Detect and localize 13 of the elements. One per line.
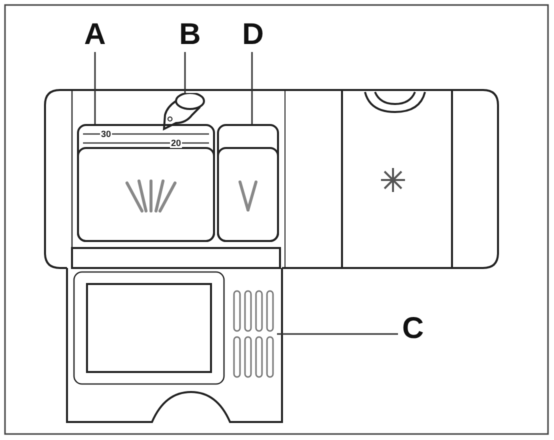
callout-letter: C — [398, 314, 428, 346]
scale-mark: 30 — [100, 130, 112, 139]
callout-letter: B — [175, 20, 205, 52]
leader-line — [277, 333, 398, 335]
rinse-aid-compartment — [217, 124, 279, 242]
leader-line — [94, 52, 96, 124]
vent-slots — [231, 288, 277, 380]
leader-line — [251, 52, 253, 124]
scale-mark: 20 — [170, 139, 182, 148]
callout-letter: A — [80, 20, 110, 52]
detergent-compartment — [77, 124, 215, 242]
leader-line — [184, 52, 186, 93]
callout-letter: D — [238, 20, 268, 52]
